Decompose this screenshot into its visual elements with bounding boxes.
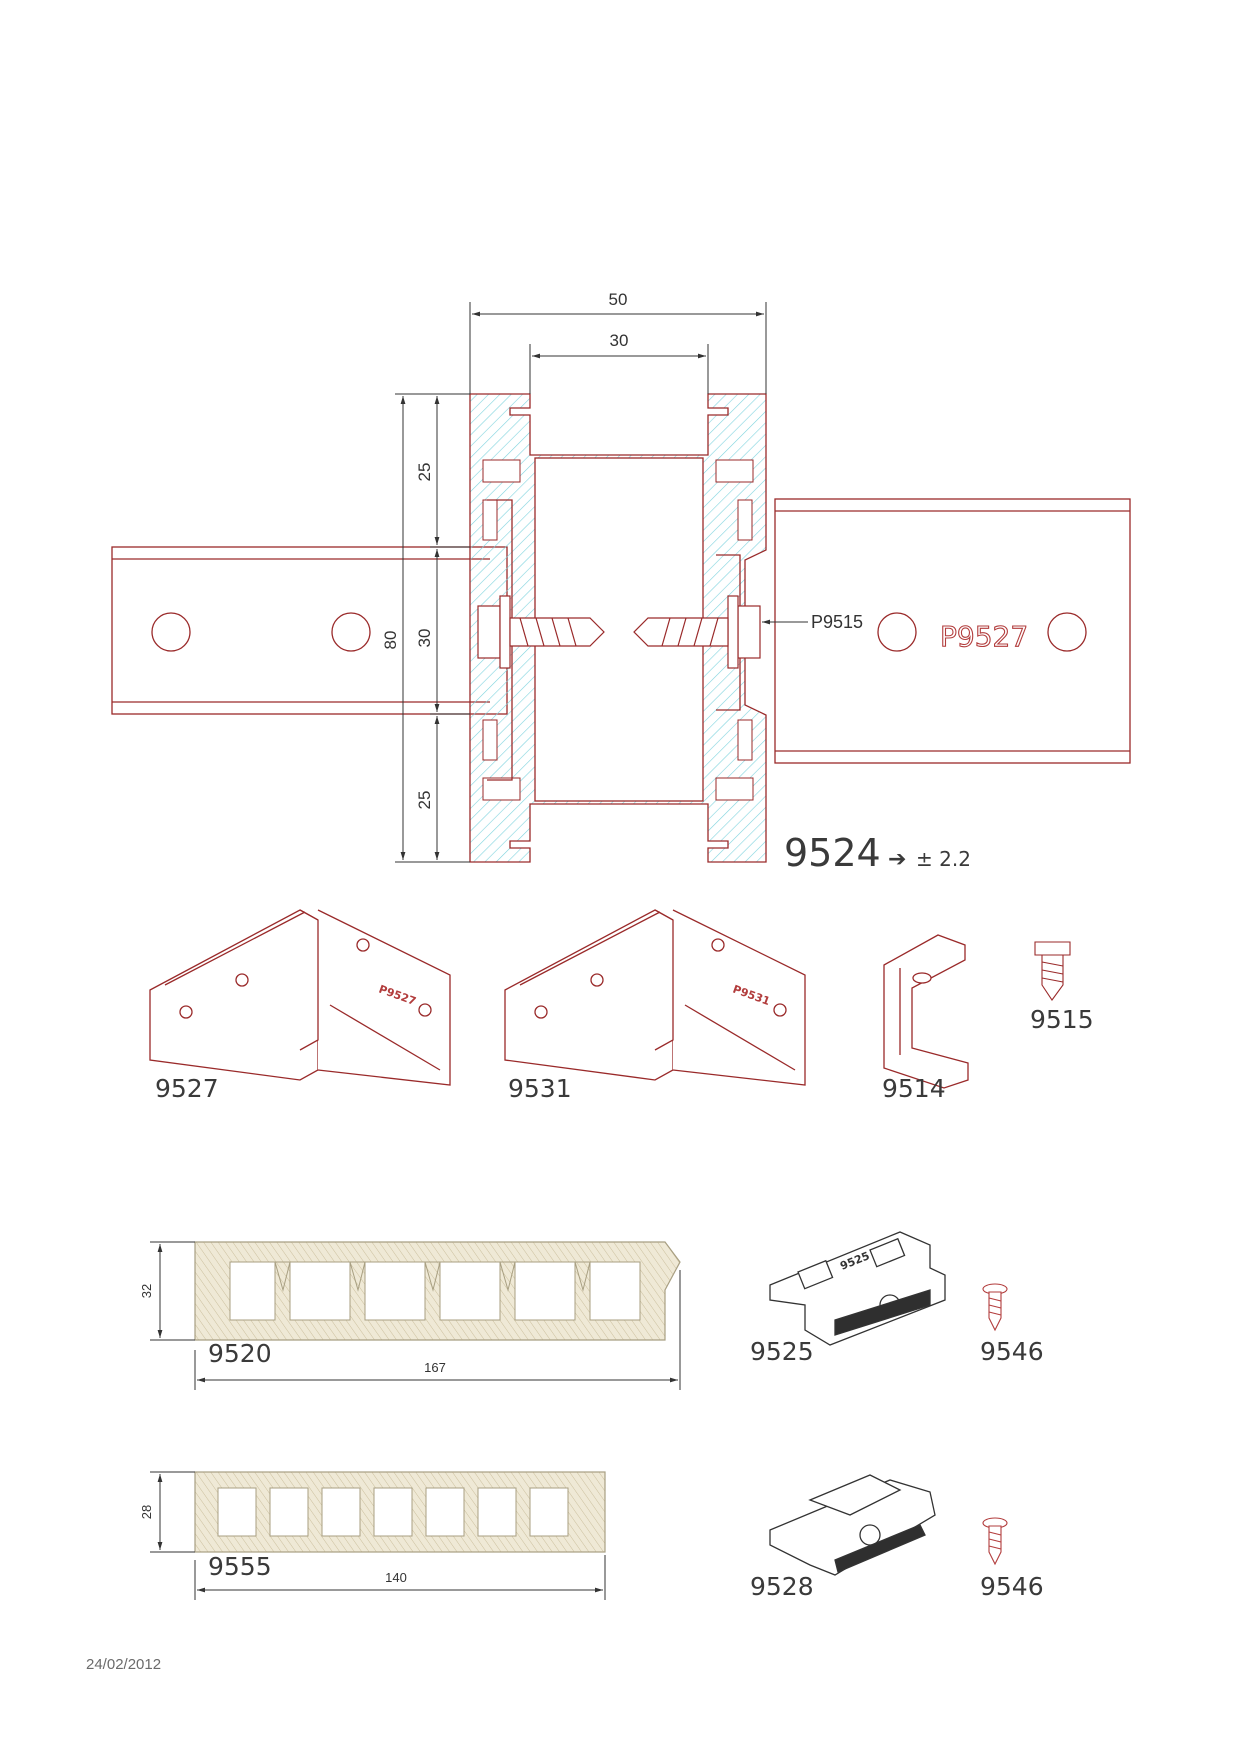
profile-code: 9524	[784, 831, 881, 875]
board-9555	[194, 1471, 606, 1553]
left-bracket	[111, 546, 508, 715]
tolerance-value: ± 2.2	[916, 847, 971, 871]
screw-right	[633, 595, 761, 669]
board-9555-width: 140	[385, 1570, 407, 1585]
dim-height	[395, 393, 470, 863]
screw-9546-b-code: 9546	[980, 1572, 1044, 1601]
dim-seg-bottom-label: 25	[415, 791, 434, 810]
board-9555-code: 9555	[208, 1552, 272, 1581]
board-9520-width: 167	[424, 1360, 446, 1375]
board-9520	[194, 1241, 681, 1341]
screw-9515-code: 9515	[1030, 1005, 1094, 1034]
screw-9546-a	[982, 1283, 1008, 1332]
board-9520-code: 9520	[208, 1339, 272, 1368]
bracket-9527	[149, 909, 451, 1086]
dim-width-outer-label: 50	[609, 290, 628, 309]
footer-date: 24/02/2012	[86, 1656, 162, 1673]
dim-width-inner-label: 30	[610, 331, 629, 350]
bracket-9531	[504, 909, 806, 1086]
dim-seg-mid-label: 30	[415, 629, 434, 648]
board-9555-height: 28	[139, 1505, 154, 1519]
dim-width-outer	[469, 302, 767, 394]
screw-9515	[1034, 941, 1071, 1001]
screw-callout-label: P9515	[811, 612, 863, 632]
screw-9546-b	[982, 1517, 1008, 1566]
dim-board-9555	[150, 1471, 606, 1600]
clip-9528	[769, 1474, 936, 1576]
clip-9514	[883, 934, 969, 1089]
clip-9528-code: 9528	[750, 1572, 814, 1601]
dim-seg-top-label: 25	[415, 463, 434, 482]
dim-board-9520	[150, 1241, 681, 1390]
bracket-mark: P9527	[940, 620, 1028, 653]
tolerance-arrow: ➔	[888, 847, 906, 872]
main-section-drawing: P9527	[111, 290, 1131, 875]
dim-height-total-label: 80	[381, 631, 400, 650]
board-9520-height: 32	[139, 1284, 154, 1298]
clip-9514-code: 9514	[882, 1074, 946, 1103]
bracket-9527-code: 9527	[155, 1074, 219, 1103]
right-bracket	[774, 498, 1131, 764]
screw-9546-a-code: 9546	[980, 1337, 1044, 1366]
clip-9525-code: 9525	[750, 1337, 814, 1366]
bracket-9531-code: 9531	[508, 1074, 572, 1103]
clip-9525	[769, 1231, 946, 1346]
screw-left	[477, 595, 605, 669]
dim-width-inner	[529, 344, 709, 394]
